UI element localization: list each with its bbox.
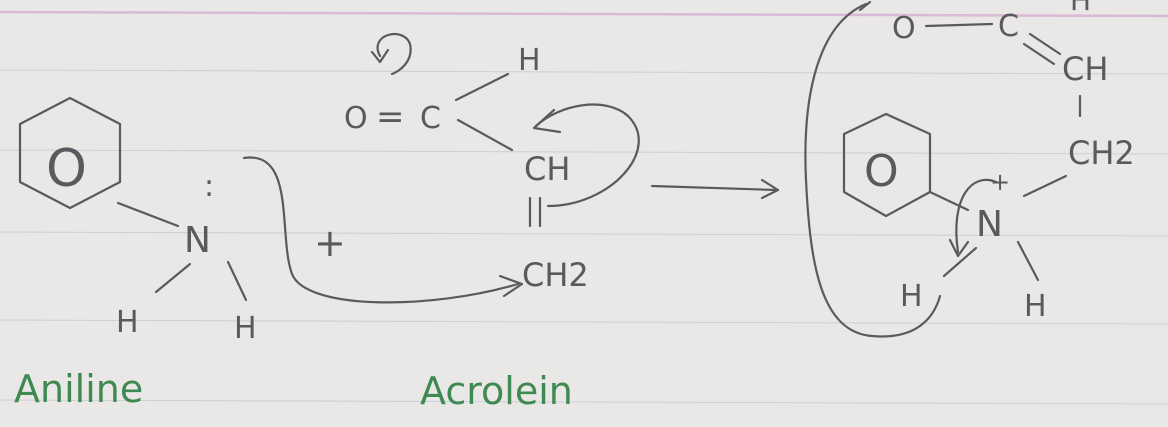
product-n-h-left-bond [942,246,978,278]
carbonyl-curved-arrow [376,33,412,76]
ruled-line [0,399,1168,405]
ruled-line [0,319,1168,325]
product-carbon: C [998,9,1019,44]
reaction-arrow-head [760,178,780,200]
product-top-h: H [1070,0,1091,17]
product-c-ch-double-bond-2 [1022,42,1056,66]
product-ch: CH [1062,50,1108,88]
plus-sign: + [314,221,346,265]
acrolein-ch2: CH2 [522,256,589,294]
aniline-lone-pair: : [204,169,214,204]
acrolein-h-top: H [518,43,541,78]
product-ch2: CH2 [1068,134,1135,172]
reaction-arrow [650,178,780,200]
ruled-line [0,69,1168,75]
proton-transfer-arrow [955,178,998,254]
bracket-arrow-hook [858,0,872,12]
nucleophilic-attack-arrow [242,156,520,304]
nucleophilic-attack-arrowhead [498,274,524,298]
acrolein-carbonyl-double-bond: = [376,97,405,137]
pi-bond-shift-arrowhead [532,108,562,134]
product-structure: O C H CH CH2 O N + H H [804,0,1135,338]
aniline-benzene-ring [18,96,122,210]
ruled-line [0,149,1168,155]
aniline-label: Aniline [14,367,143,411]
product-h-bottom: H [1024,289,1047,324]
acrolein-oxygen: O [344,101,368,136]
aniline-n-h-left-bond [154,262,192,294]
product-nitrogen: N [976,204,1003,245]
aniline-nitrogen: N [184,220,211,261]
product-n-plus-charge: + [990,168,1010,196]
reaction-arrow-shaft [650,184,778,192]
product-ring-n-bond [928,190,970,212]
aniline-ring-n-bond [116,201,180,228]
product-ring-circle: O [864,146,899,197]
product-oxygen: O [892,11,916,46]
top-margin-line [0,10,1168,18]
aniline-h-right: H [234,311,257,346]
product-ch2-n-bond [1022,174,1068,198]
acrolein-c-h-bond [454,72,510,102]
acrolein-label: Acrolein [420,369,573,413]
product-o-c-bond [924,22,994,28]
proton-transfer-arrowhead [948,238,970,258]
product-bracket [804,2,942,338]
ruled-lines [0,10,1168,405]
aniline-h-left: H [116,305,139,340]
ruled-line [0,231,1168,237]
acrolein-ch: CH [524,150,570,188]
product-h-left: H [900,279,923,314]
carbonyl-curved-arrowhead [370,48,390,64]
aniline-structure: O N : H H [18,96,257,346]
aniline-ring-circle: O [46,139,87,199]
aniline-n-h-right-bond [226,260,248,302]
product-c-ch-double-bond-1 [1028,32,1062,56]
acrolein-carbon: C [420,101,441,136]
acrolein-structure: O = C H CH CH2 [344,33,640,294]
acrolein-c-ch-bond [456,118,514,152]
pi-bond-shift-arrow [534,103,640,208]
product-benzene-ring [842,112,932,218]
product-n-h-bottom-bond [1016,240,1040,282]
